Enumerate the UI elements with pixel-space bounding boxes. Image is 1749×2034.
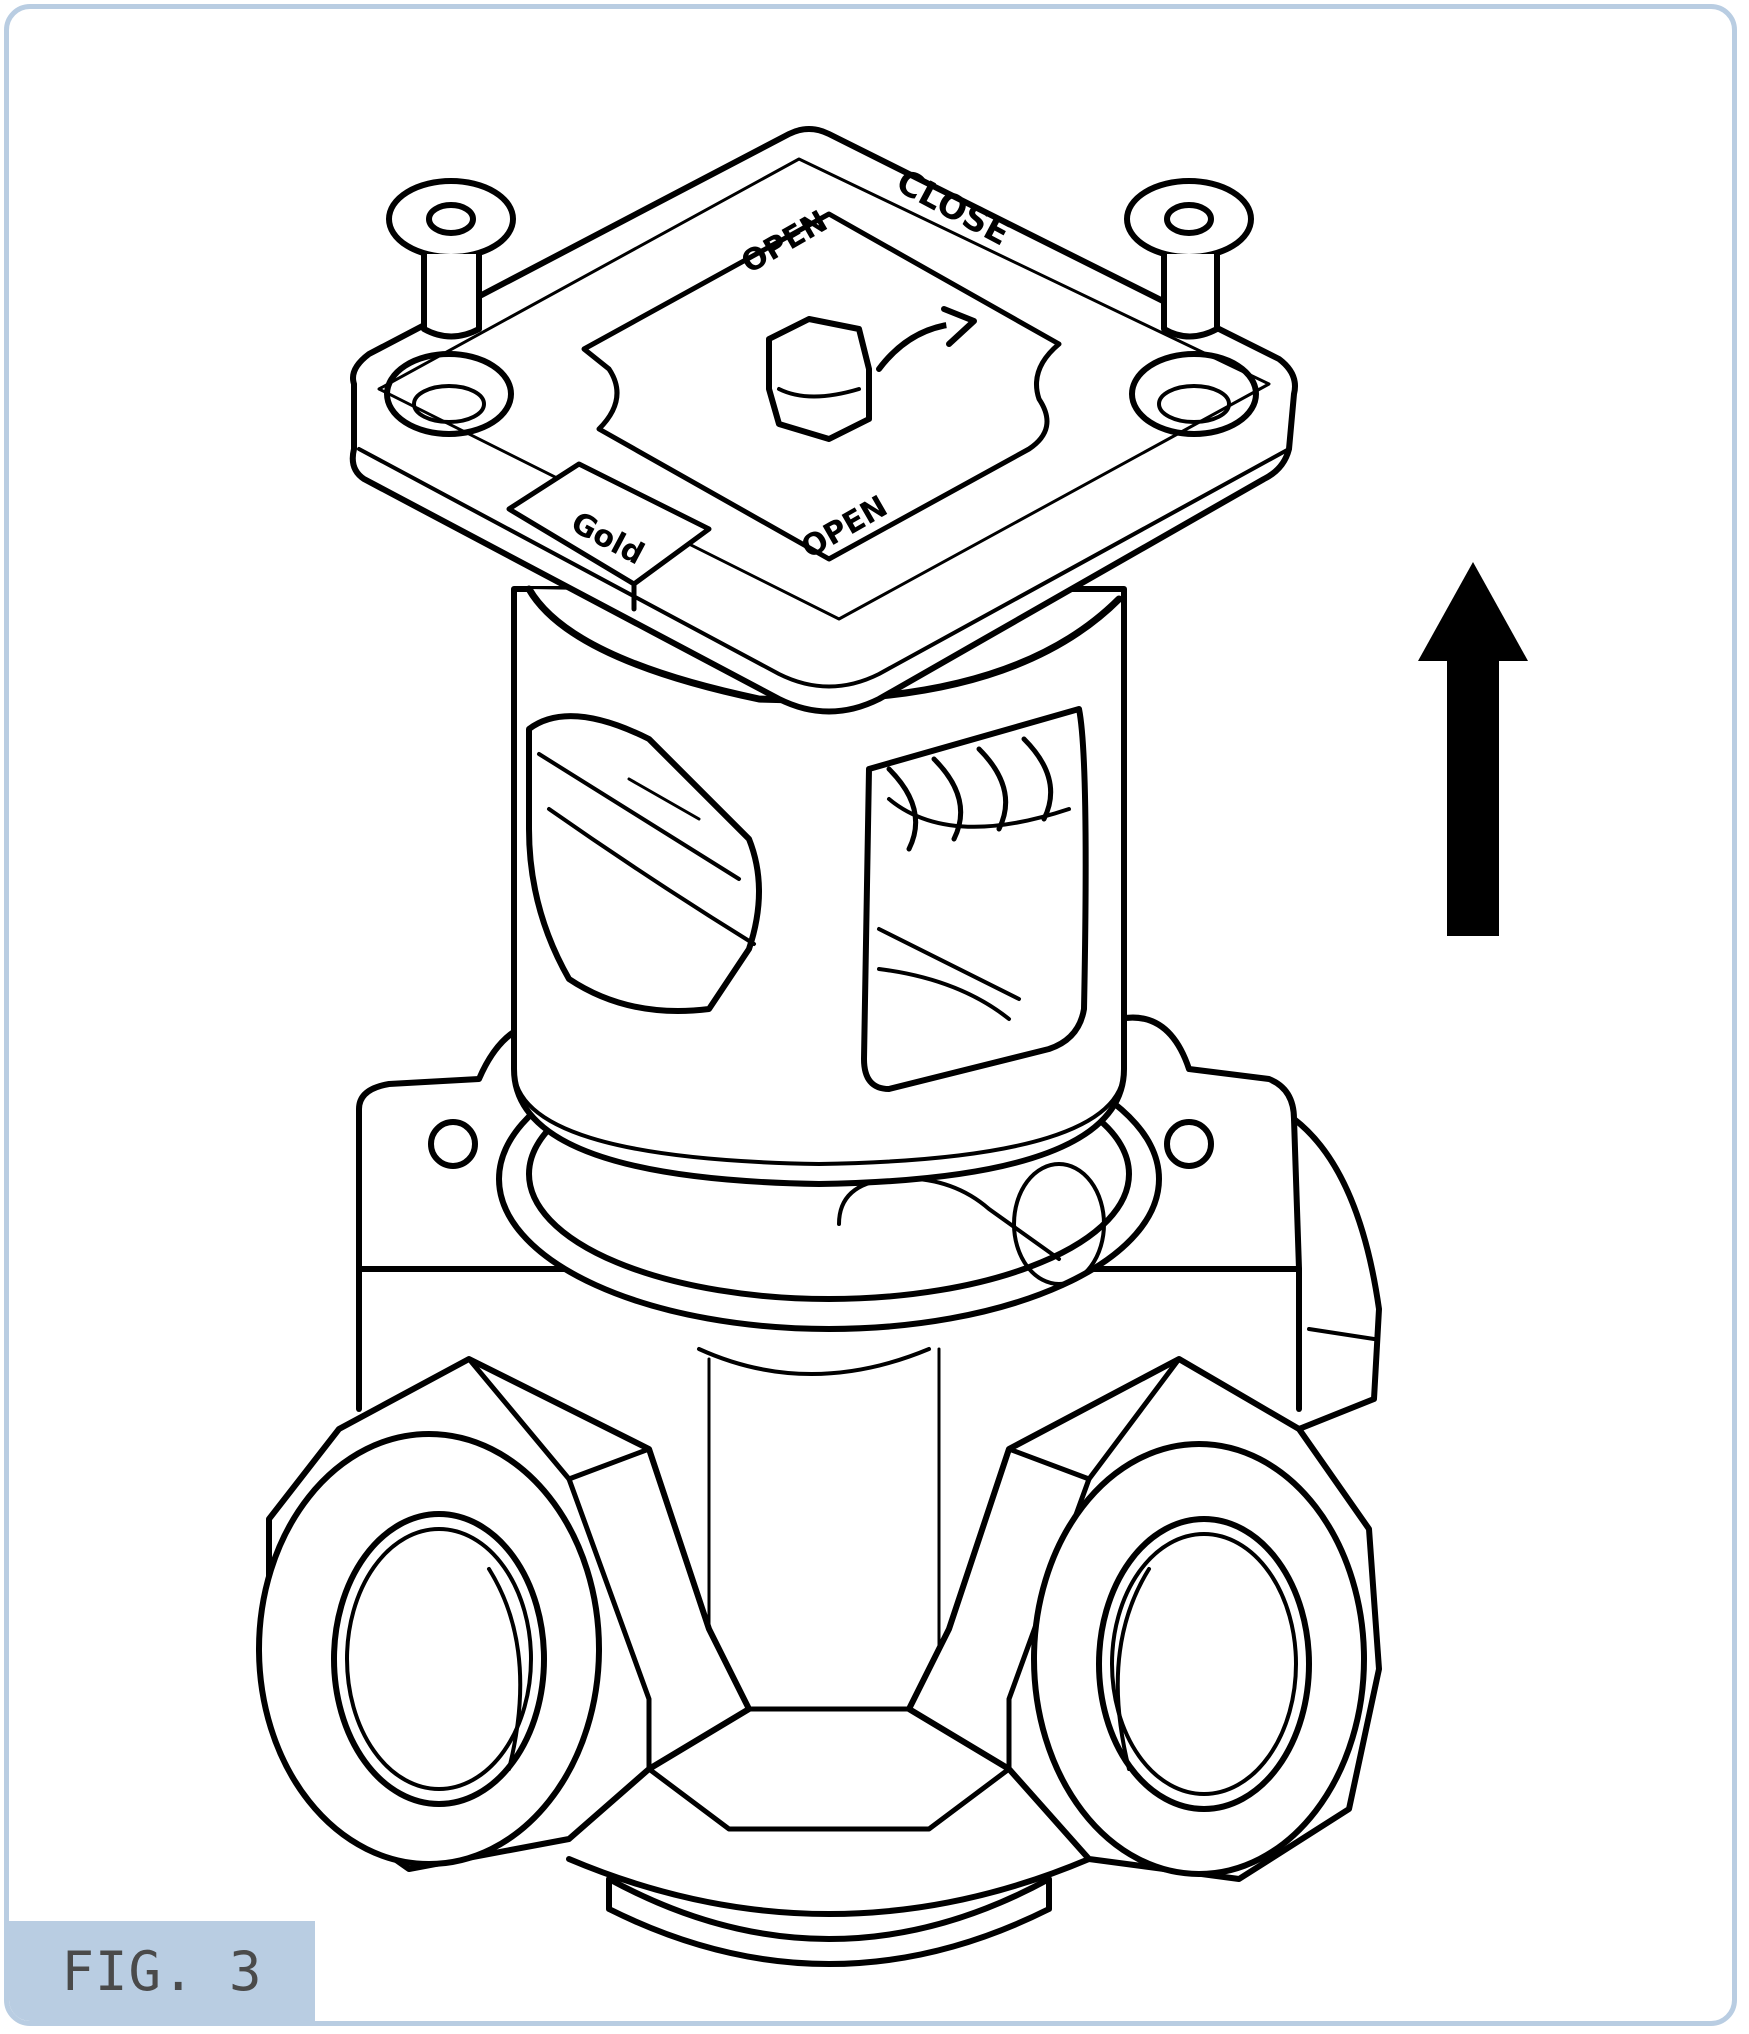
flange-hole-left <box>428 1119 478 1169</box>
rotation-arrow <box>876 321 957 372</box>
actuator-stem <box>766 316 872 442</box>
right-port-opening <box>1096 1516 1312 1812</box>
figure-label: FIG. 3 <box>9 1921 315 2021</box>
screw-left <box>386 178 516 340</box>
actuator-cylinder <box>511 586 1127 1187</box>
figure-frame: CLOSE OPEN OPEN Gold FIG. 3 <box>4 4 1737 2026</box>
cylinder-left-window <box>526 713 762 1014</box>
flange-hole-right <box>1164 1119 1214 1169</box>
direction-arrow-up <box>1418 562 1528 936</box>
left-port-nut <box>256 1356 752 1872</box>
left-port-opening <box>331 1511 547 1807</box>
spring <box>886 736 1054 852</box>
valve-assembly-drawing: CLOSE OPEN OPEN Gold <box>256 126 1528 1967</box>
cap-hole-left <box>384 351 514 437</box>
screw-right <box>1124 178 1254 340</box>
actuator-cap-plate <box>349 126 1298 715</box>
cap-hole-right <box>1129 351 1259 437</box>
cylinder-right-window <box>861 706 1089 1092</box>
right-port-nut <box>906 1356 1382 1882</box>
